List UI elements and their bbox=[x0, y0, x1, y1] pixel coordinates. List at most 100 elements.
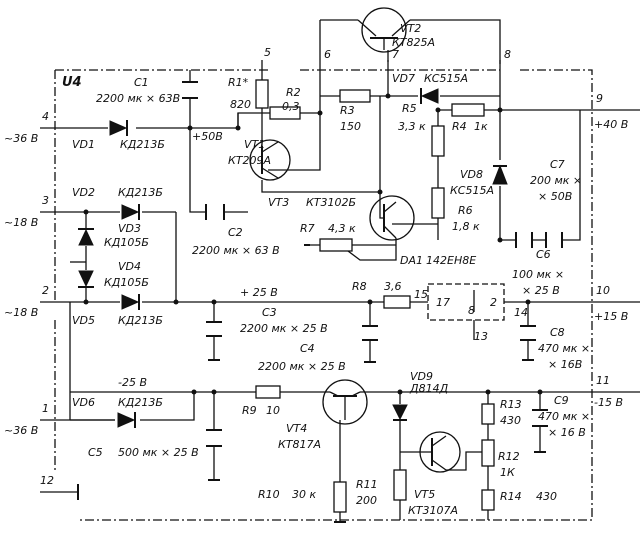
resistor-r7 bbox=[319, 238, 353, 252]
svg-text:КД105Б: КД105Б bbox=[104, 276, 149, 289]
svg-text:R8: R8 bbox=[352, 280, 367, 293]
svg-text:2200 мк × 25 В: 2200 мк × 25 В bbox=[258, 360, 346, 373]
diode-vd7 bbox=[420, 88, 439, 104]
resistor-r1 bbox=[255, 79, 269, 109]
wires bbox=[40, 19, 640, 522]
svg-text:КД213Б: КД213Б bbox=[120, 138, 165, 151]
output-p11: -15 В bbox=[594, 396, 623, 409]
svg-text:КС515А: КС515А bbox=[424, 72, 468, 85]
svg-text:× 16В: × 16В bbox=[548, 358, 582, 371]
svg-text:VD4: VD4 bbox=[118, 260, 141, 273]
transistors bbox=[249, 7, 482, 473]
pin-11: 11 bbox=[596, 374, 610, 387]
svg-text:R14: R14 bbox=[500, 490, 522, 503]
svg-text:КД213Б: КД213Б bbox=[118, 186, 163, 199]
pin-3: 3 bbox=[42, 194, 49, 207]
svg-text:VD1: VD1 bbox=[72, 138, 95, 151]
rail-m25v: -25 В bbox=[118, 376, 147, 389]
diode-vd1 bbox=[109, 120, 128, 136]
svg-text:430: 430 bbox=[500, 414, 521, 427]
diode-vd9 bbox=[392, 404, 408, 421]
svg-text:142ЕН8Е: 142ЕН8Е bbox=[426, 254, 476, 267]
svg-text:R12: R12 bbox=[498, 450, 520, 463]
input-p2: ~18 В bbox=[4, 306, 38, 319]
svg-text:VT1: VT1 bbox=[244, 138, 265, 151]
svg-text:C5: C5 bbox=[88, 446, 103, 459]
transistor-vt5 bbox=[400, 431, 482, 473]
svg-text:VD7: VD7 bbox=[392, 72, 415, 85]
input-p1: ~36 В bbox=[4, 424, 38, 437]
svg-text:2: 2 bbox=[490, 296, 497, 309]
svg-text:13: 13 bbox=[474, 330, 488, 343]
svg-text:× 25 В: × 25 В bbox=[522, 284, 560, 297]
svg-text:R3: R3 bbox=[340, 104, 355, 117]
svg-text:× 50В: × 50В bbox=[538, 190, 572, 203]
svg-text:C3: C3 bbox=[262, 306, 277, 319]
svg-text:VD8: VD8 bbox=[460, 168, 483, 181]
svg-text:17: 17 bbox=[436, 296, 450, 309]
module-label: U4 bbox=[62, 75, 82, 90]
svg-text:2200 мк × 25 В: 2200 мк × 25 В bbox=[240, 322, 328, 335]
svg-text:430: 430 bbox=[536, 490, 557, 503]
svg-text:VD5: VD5 bbox=[72, 314, 95, 327]
svg-text:× 16 В: × 16 В bbox=[548, 426, 586, 439]
svg-text:4,3 к: 4,3 к bbox=[328, 222, 356, 235]
svg-text:Д814Д: Д814Д bbox=[409, 382, 449, 395]
svg-text:R2: R2 bbox=[286, 86, 301, 99]
svg-text:КС515А: КС515А bbox=[450, 184, 494, 197]
pin-1: 1 bbox=[42, 402, 49, 415]
ic-da1 bbox=[427, 283, 505, 321]
resistor-r5 bbox=[431, 125, 445, 157]
resistor-r14 bbox=[481, 489, 495, 511]
svg-text:3,3 к: 3,3 к bbox=[398, 120, 426, 133]
svg-text:DA1: DA1 bbox=[400, 254, 423, 267]
rail-25v: + 25 В bbox=[240, 286, 278, 299]
svg-text:VT5: VT5 bbox=[414, 488, 435, 501]
svg-text:1,8 к: 1,8 к bbox=[452, 220, 480, 233]
svg-text:470 мк ×: 470 мк × bbox=[538, 410, 590, 423]
diodes bbox=[78, 88, 508, 428]
resistors bbox=[255, 79, 495, 513]
svg-text:C2: C2 bbox=[228, 226, 243, 239]
svg-text:200: 200 bbox=[356, 494, 377, 507]
svg-text:R11: R11 bbox=[356, 478, 378, 491]
diode-vd6 bbox=[117, 412, 136, 428]
resistor-r3 bbox=[339, 89, 371, 103]
transistor-vt3 bbox=[369, 195, 415, 241]
svg-text:КТ825А: КТ825А bbox=[392, 36, 435, 49]
resistor-vt5-base bbox=[393, 469, 407, 501]
svg-text:C7: C7 bbox=[550, 158, 565, 171]
output-p9: +40 В bbox=[594, 118, 628, 131]
pin-10: 10 bbox=[596, 284, 610, 297]
svg-text:1к: 1к bbox=[474, 120, 488, 133]
rail-50v: +50В bbox=[192, 130, 223, 143]
junctions bbox=[83, 93, 543, 395]
svg-text:2200 мк × 63 В: 2200 мк × 63 В bbox=[192, 244, 280, 257]
svg-text:3,6: 3,6 bbox=[384, 280, 402, 293]
resistor-r4 bbox=[451, 103, 485, 117]
svg-text:30 к: 30 к bbox=[292, 488, 316, 501]
svg-text:1К: 1К bbox=[500, 466, 516, 479]
svg-text:2200 мк × 63В: 2200 мк × 63В bbox=[96, 92, 180, 105]
diode-vd2 bbox=[121, 204, 140, 220]
svg-text:КД105Б: КД105Б bbox=[104, 236, 149, 249]
svg-text:10: 10 bbox=[266, 404, 280, 417]
svg-text:C6: C6 bbox=[536, 248, 551, 261]
svg-text:14: 14 bbox=[514, 306, 528, 319]
pin-6: 6 bbox=[324, 48, 331, 61]
pin-8: 8 bbox=[504, 48, 511, 61]
pin-7: 7 bbox=[392, 48, 399, 61]
svg-text:R6: R6 bbox=[458, 204, 473, 217]
svg-text:VT2: VT2 bbox=[400, 22, 421, 35]
resistor-r6 bbox=[431, 187, 445, 219]
svg-text:КД213Б: КД213Б bbox=[118, 314, 163, 327]
svg-text:КТ3102Б: КТ3102Б bbox=[306, 196, 356, 209]
diode-vd5 bbox=[121, 294, 140, 310]
svg-text:C9: C9 bbox=[554, 394, 569, 407]
labels: U4 4 3 2 1 12 5 6 7 8 9 10 11 ~36 В ~18 … bbox=[4, 22, 628, 517]
diode-vd4 bbox=[78, 270, 94, 288]
svg-text:8: 8 bbox=[468, 304, 475, 317]
svg-text:15: 15 bbox=[414, 288, 428, 301]
pin-12: 12 bbox=[40, 474, 54, 487]
transistor-vt2 bbox=[357, 7, 411, 53]
